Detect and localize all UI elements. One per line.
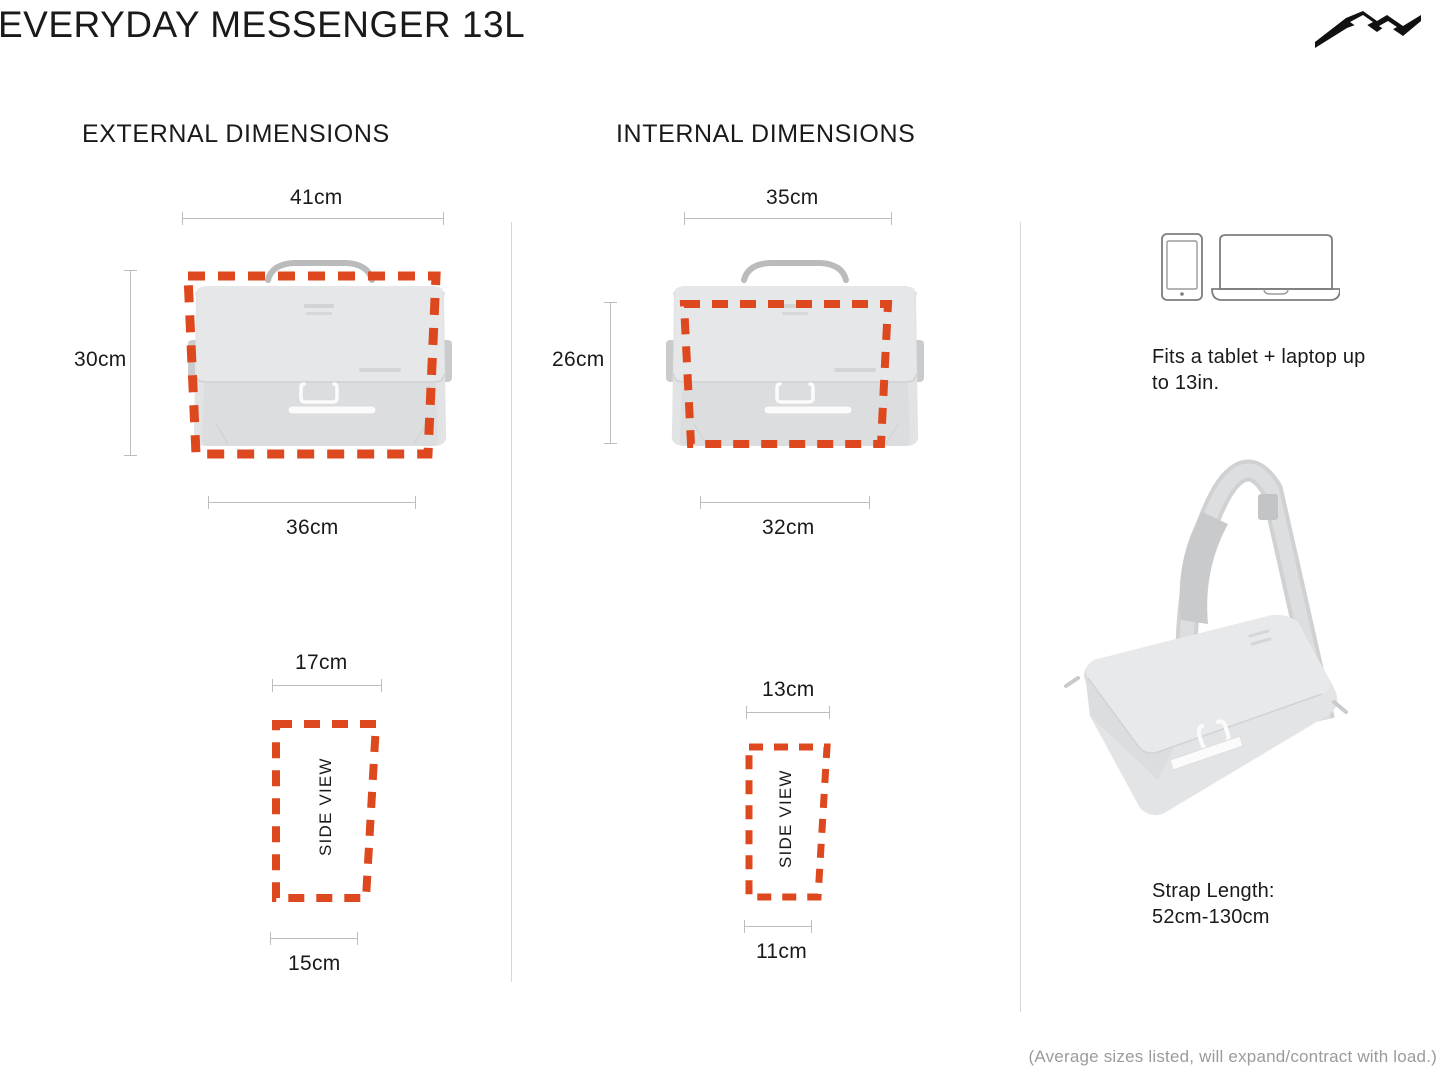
dim-line-external-height <box>124 270 137 456</box>
dim-line-internal-bottom-width <box>700 496 870 509</box>
dim-line-external-side-top <box>272 679 382 692</box>
dim-line-external-side-bottom <box>270 932 358 945</box>
dim-line-internal-height <box>604 302 617 444</box>
messenger-bag-sling-photo <box>1062 420 1392 840</box>
dim-label-external-side-top: 17cm <box>295 651 348 674</box>
strap-length-note: Strap Length: 52cm-130cm <box>1152 880 1275 929</box>
section-heading-external: EXTERNAL DIMENSIONS <box>82 120 390 148</box>
dim-line-external-bottom-width <box>208 496 416 509</box>
bag-illustration-external <box>176 258 466 473</box>
dim-label-external-bottom-width: 36cm <box>286 516 339 539</box>
dim-label-internal-side-top: 13cm <box>762 678 815 701</box>
dim-label-external-top-width: 41cm <box>290 186 343 209</box>
dim-label-internal-bottom-width: 32cm <box>762 516 815 539</box>
section-heading-internal: INTERNAL DIMENSIONS <box>616 120 916 148</box>
side-view-label-external: SIDE VIEW <box>316 757 335 856</box>
dim-line-internal-top-width <box>684 212 892 225</box>
bag-illustration-internal <box>656 258 936 473</box>
device-icons <box>1160 232 1340 304</box>
dashed-outline-internal-side <box>744 742 832 902</box>
dim-line-external-top-width <box>182 212 444 225</box>
dim-label-external-height: 30cm <box>74 348 127 371</box>
dim-label-internal-top-width: 35cm <box>766 186 819 209</box>
column-divider-2 <box>1020 222 1021 1012</box>
dim-label-external-side-bottom: 15cm <box>288 952 341 975</box>
dim-label-internal-side-bottom: 11cm <box>756 940 807 963</box>
dim-label-internal-height: 26cm <box>552 348 605 371</box>
fit-note: Fits a tablet + laptop up to 13in. <box>1152 346 1366 395</box>
side-view-label-internal: SIDE VIEW <box>776 769 795 868</box>
peak-design-logo <box>1313 8 1423 56</box>
laptop-icon <box>1211 234 1340 301</box>
dashed-outline-external-side <box>270 718 382 904</box>
dim-line-internal-side-bottom <box>744 920 812 933</box>
footnote: (Average sizes listed, will expand/contr… <box>1028 1047 1437 1066</box>
page-title: EVERYDAY MESSENGER 13L <box>0 4 526 45</box>
dim-line-internal-side-top <box>746 706 830 719</box>
column-divider-1 <box>511 222 512 982</box>
tablet-icon <box>1161 233 1203 301</box>
